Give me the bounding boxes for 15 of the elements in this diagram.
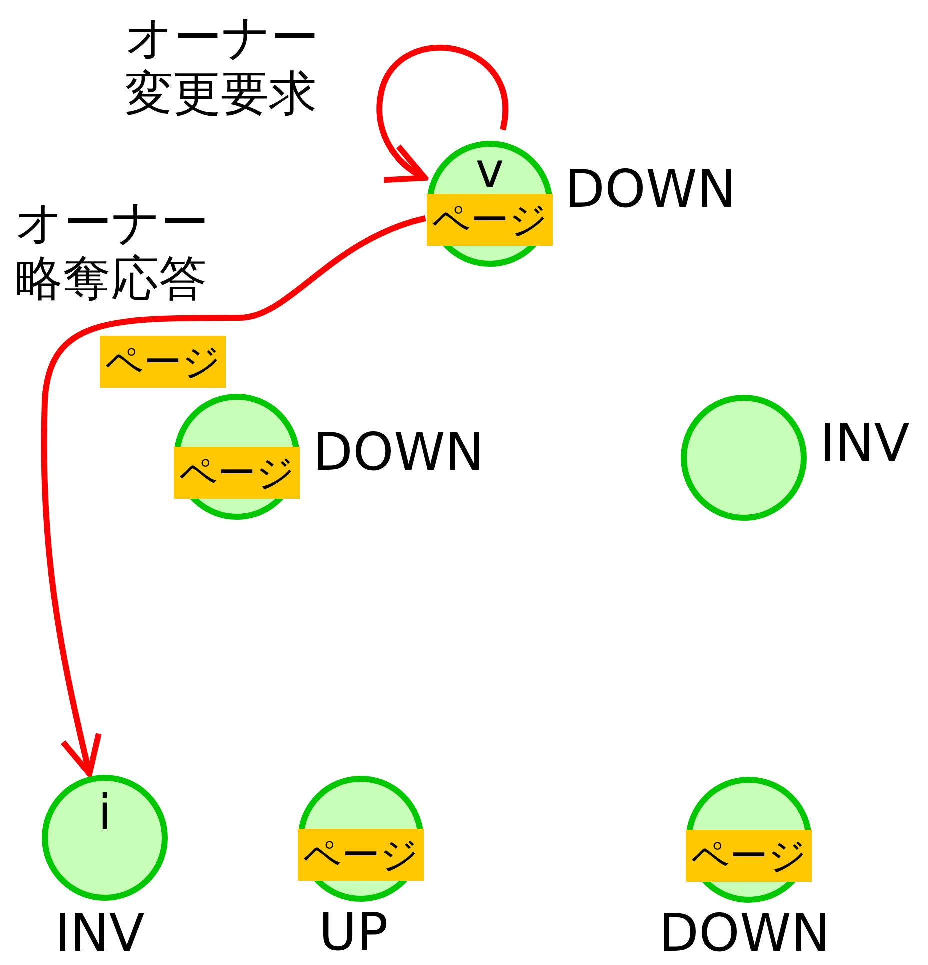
arrow [41,216,426,777]
state-label: UP [319,905,388,961]
node-id: v [474,145,506,197]
arrow [376,44,508,181]
state-label: INV [55,906,145,962]
node-id: i [97,787,113,839]
message-tag: ページ [100,336,226,388]
message-tag: ページ [427,194,553,246]
message-tag: ページ [686,830,812,882]
message-tag: ページ [174,447,300,499]
state-label: DOWN [565,162,736,218]
state-label: DOWN [313,425,484,481]
state-label: DOWN [659,906,830,962]
state-label: INV [820,416,910,472]
message-tag: ページ [298,829,424,881]
